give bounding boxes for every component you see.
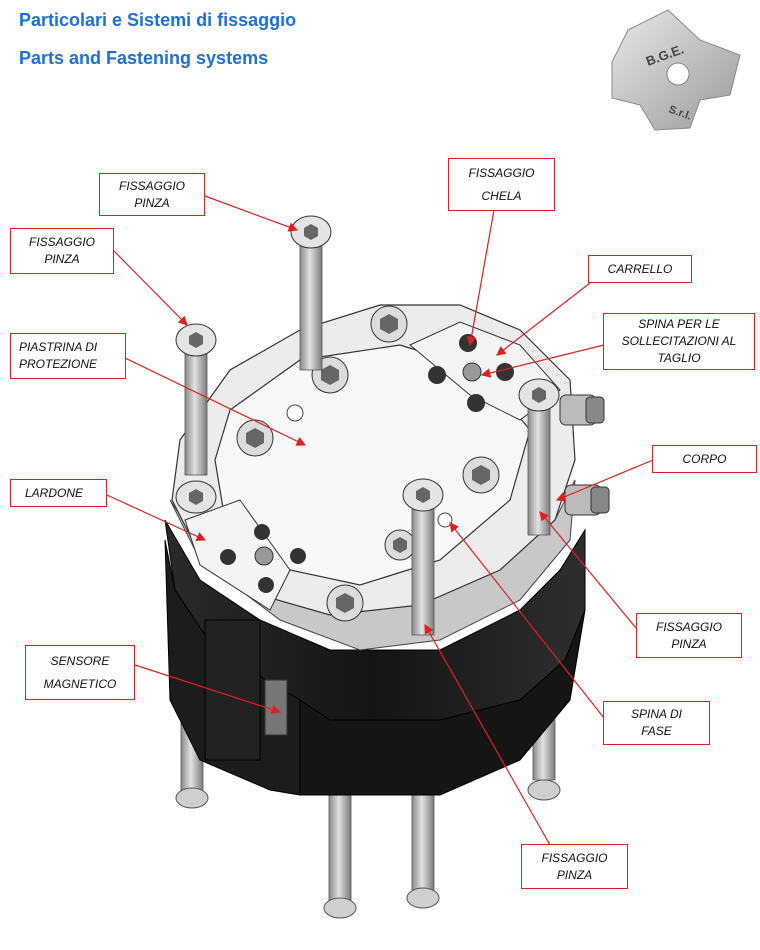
label-corpo: CORPO (652, 445, 757, 473)
label-carrello: CARRELLO (588, 255, 692, 283)
label-line: PINZA (671, 636, 707, 651)
corpo-body (164, 519, 586, 796)
label-line: SPINA DI (631, 707, 682, 721)
label-line: PINZA (44, 252, 80, 266)
label-line: SOLLECITAZIONI AL (621, 334, 737, 348)
label-line: CHELA (481, 188, 522, 203)
fissaggio-rods (175, 215, 560, 636)
label-line: PROTEZIONE (19, 357, 98, 371)
label-line: LARDONE (25, 485, 84, 500)
plate-screws (236, 305, 500, 622)
lower-rods (175, 679, 561, 919)
label-line: SPINA PER LE (638, 317, 720, 331)
label-line: TAGLIO (657, 351, 701, 365)
label-fissaggio-chela: FISSAGGIO CHELA (448, 158, 555, 211)
label-fissaggio-pinza-bottom: FISSAGGIO PINZA (521, 844, 628, 889)
label-lardone: LARDONE (10, 479, 107, 507)
label-line: CORPO (682, 451, 727, 466)
label-line: PINZA (556, 867, 593, 882)
label-line: FISSAGGIO (541, 850, 608, 865)
label-line: FISSAGGIO (118, 178, 185, 193)
label-fissaggio-pinza-right: FISSAGGIO PINZA (636, 613, 742, 658)
label-line: FISSAGGIO (468, 165, 535, 180)
label-line: FASE (641, 724, 672, 738)
bge-logo: B.G.E. S.r.l. (611, 9, 741, 131)
label-sensore-magnetico: SENSORE MAGNETICO (25, 645, 135, 700)
label-spina-sollecitazioni: SPINA PER LE SOLLECITAZIONI AL TAGLIO (603, 313, 755, 370)
label-line: FISSAGGIO (28, 235, 95, 249)
page-title: Particolari e Sistemi di fissaggio (19, 10, 297, 30)
label-line: PIASTRINA DI (19, 340, 98, 354)
label-line: MAGNETICO (43, 676, 117, 691)
label-line: PINZA (134, 195, 170, 210)
label-fissaggio-pinza-left: FISSAGGIO PINZA (10, 228, 114, 274)
label-line: FISSAGGIO (655, 619, 722, 634)
label-spina-di-fase: SPINA DI FASE (603, 701, 710, 745)
label-piastrina-protezione: PIASTRINA DI PROTEZIONE (10, 333, 126, 379)
label-fissaggio-pinza-top: FISSAGGIO PINZA (99, 173, 205, 216)
page-subtitle: Parts and Fastening systems (19, 48, 269, 68)
label-line: SENSORE (50, 653, 110, 668)
leader-lines (106, 195, 654, 846)
label-line: CARRELLO (607, 261, 673, 276)
